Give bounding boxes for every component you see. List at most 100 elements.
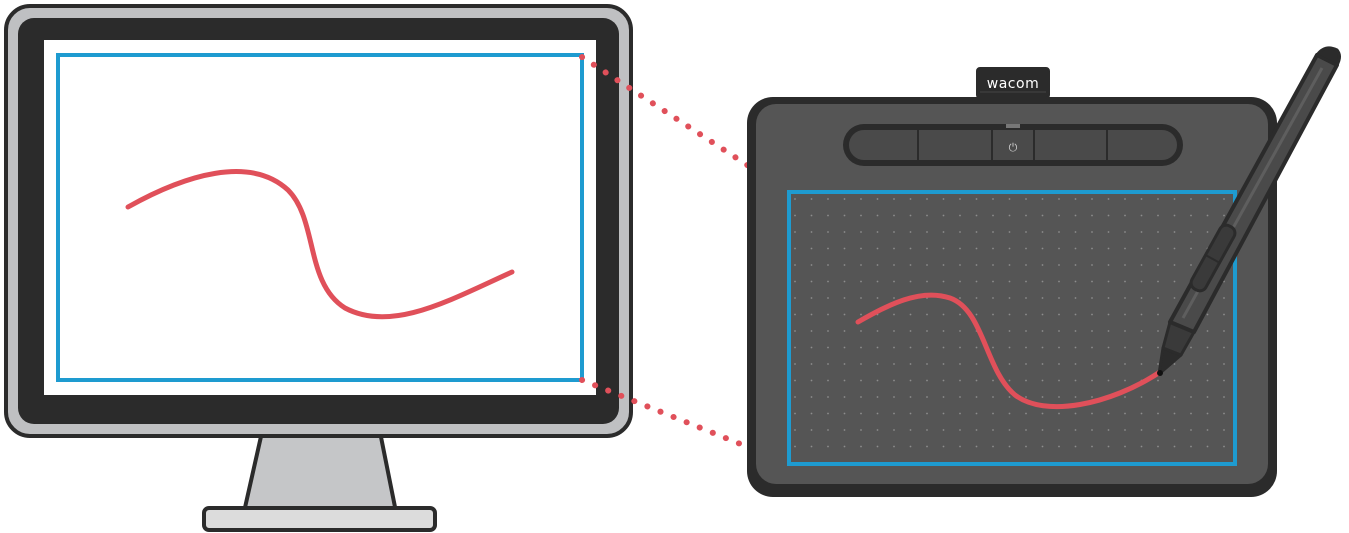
grid-dot <box>942 429 945 431</box>
grid-dot <box>794 247 796 250</box>
grid-dot <box>1025 429 1027 431</box>
grid-dot <box>810 247 813 250</box>
grid-dot <box>843 264 846 266</box>
grid-dot <box>794 445 796 448</box>
grid-dot <box>1041 396 1044 398</box>
grid-dot <box>926 379 928 382</box>
grid-dot <box>1107 445 1110 448</box>
grid-dot <box>1157 313 1159 316</box>
grid-dot <box>959 247 961 250</box>
grid-dot <box>827 297 829 299</box>
pen-tablet-icon: wacom ⏻ <box>747 67 1277 497</box>
grid-dot <box>1206 313 1209 316</box>
grid-dot <box>942 346 945 349</box>
grid-dot <box>860 280 862 283</box>
grid-dot <box>893 429 895 431</box>
grid-dot <box>1190 198 1192 200</box>
grid-dot <box>1091 313 1093 316</box>
grid-dot <box>843 330 846 332</box>
grid-dot <box>893 379 895 382</box>
grid-dot <box>1058 247 1060 250</box>
grid-dot <box>1140 330 1143 332</box>
grid-dot <box>1058 396 1060 398</box>
grid-dot <box>1008 412 1011 415</box>
grid-dot <box>860 198 862 200</box>
grid-dot <box>1107 231 1110 233</box>
grid-dot <box>1091 231 1093 233</box>
grid-dot <box>1223 346 1225 349</box>
grid-dot <box>942 445 945 448</box>
grid-dot <box>1041 214 1044 217</box>
grid-dot <box>992 280 994 283</box>
grid-dot <box>959 214 961 217</box>
grid-dot <box>1124 346 1126 349</box>
grid-dot <box>1008 429 1011 431</box>
grid-dot <box>843 198 846 200</box>
grid-dot <box>992 231 994 233</box>
grid-dot <box>1074 198 1077 200</box>
grid-dot <box>992 396 994 398</box>
grid-dot <box>959 429 961 431</box>
grid-dot <box>794 214 796 217</box>
grid-dot <box>1025 297 1027 299</box>
grid-dot <box>1091 247 1093 250</box>
grid-dot <box>909 214 912 217</box>
grid-dot <box>1074 247 1077 250</box>
grid-dot <box>827 330 829 332</box>
grid-dot <box>1206 379 1209 382</box>
grid-dot <box>794 379 796 382</box>
grid-dot <box>1074 231 1077 233</box>
grid-dot <box>810 396 813 398</box>
grid-dot <box>1223 363 1225 365</box>
grid-dot <box>1091 412 1093 415</box>
grid-dot <box>893 198 895 200</box>
grid-dot <box>1124 280 1126 283</box>
grid-dot <box>1157 445 1159 448</box>
grid-dot <box>1008 330 1011 332</box>
grid-dot <box>1140 297 1143 299</box>
tablet-active-area <box>787 190 1237 466</box>
grid-dot <box>992 247 994 250</box>
grid-dot <box>810 297 813 299</box>
grid-dot <box>1025 280 1027 283</box>
grid-dot <box>827 313 829 316</box>
grid-dot <box>860 247 862 250</box>
grid-dot <box>1124 247 1126 250</box>
grid-dot <box>1058 363 1060 365</box>
grid-dot <box>1206 412 1209 415</box>
grid-dot <box>794 429 796 431</box>
grid-dot <box>794 313 796 316</box>
grid-dot <box>1008 346 1011 349</box>
grid-dot <box>1124 198 1126 200</box>
grid-dot <box>992 412 994 415</box>
grid-dot <box>942 214 945 217</box>
grid-dot <box>794 198 796 200</box>
grid-dot <box>827 280 829 283</box>
grid-dot <box>860 297 862 299</box>
grid-dot <box>1074 313 1077 316</box>
grid-dot <box>810 198 813 200</box>
grid-dot <box>1107 297 1110 299</box>
grid-dot <box>1190 429 1192 431</box>
grid-dot <box>1140 264 1143 266</box>
grid-dot <box>1041 198 1044 200</box>
grid-dot <box>876 445 879 448</box>
grid-dot <box>975 297 978 299</box>
grid-dot <box>893 346 895 349</box>
grid-dot <box>1173 214 1176 217</box>
grid-dot <box>893 330 895 332</box>
grid-dot <box>1074 396 1077 398</box>
grid-dot <box>1008 198 1011 200</box>
grid-dot <box>810 264 813 266</box>
grid-dot <box>1074 412 1077 415</box>
grid-dot <box>893 445 895 448</box>
grid-dot <box>794 363 796 365</box>
grid-dot <box>1124 313 1126 316</box>
grid-dot <box>843 363 846 365</box>
grid-dot <box>1173 297 1176 299</box>
grid-dot <box>1157 346 1159 349</box>
grid-dot <box>1058 231 1060 233</box>
grid-dot <box>1107 379 1110 382</box>
grid-dot <box>926 264 928 266</box>
